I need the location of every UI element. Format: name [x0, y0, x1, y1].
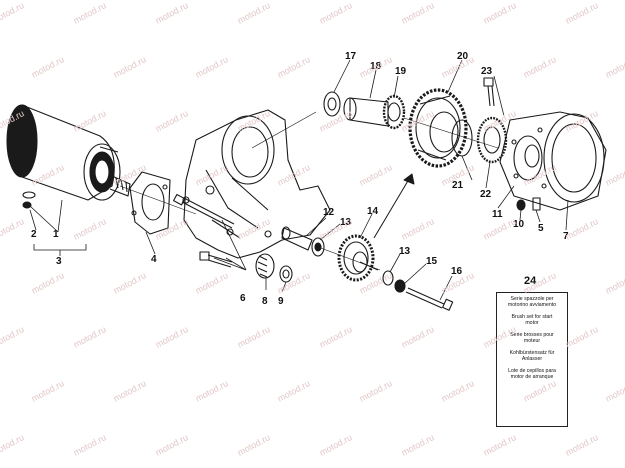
legend-italian: Serie spazzole per motorino avviamento	[507, 296, 557, 308]
callout-19: 19	[395, 66, 407, 77]
callout-16: 16	[451, 266, 463, 277]
callout-1: 1	[53, 229, 59, 240]
washer-part	[323, 91, 341, 117]
callout-4: 4	[151, 254, 157, 265]
callout-6: 6	[240, 293, 246, 304]
callout-22: 22	[480, 189, 492, 200]
sleeve-bearing-part	[343, 94, 406, 130]
bolt-part	[22, 191, 36, 209]
gasket-part	[129, 171, 171, 235]
leader-lines	[29, 59, 569, 301]
intermediate-gear-part	[337, 234, 379, 282]
callout-11: 11	[492, 209, 503, 220]
freewheel-part	[451, 116, 508, 164]
engine-housing-part	[182, 109, 331, 259]
callout-12: 12	[323, 207, 335, 218]
direction-arrow	[373, 173, 415, 239]
flywheel-part	[499, 111, 607, 211]
callout-15: 15	[426, 256, 438, 267]
shaft-part	[281, 226, 325, 257]
callout-5: 5	[538, 223, 544, 234]
legend-english: Brush set for start motor	[511, 314, 553, 326]
callout-9: 9	[278, 296, 284, 307]
callout-8: 8	[262, 296, 268, 307]
legend-spanish: Lote de cepillos para motor de arranque	[508, 368, 556, 380]
callout-20: 20	[457, 51, 469, 62]
legend-french: Serie brosses pour moteur	[510, 332, 554, 344]
starter-motor-part	[6, 104, 131, 201]
callout-10: 10	[513, 219, 525, 230]
callout-13b: 13	[399, 246, 411, 257]
callout-13a: 13	[340, 217, 352, 228]
callout-3: 3	[56, 256, 62, 267]
screw-part	[173, 193, 235, 268]
callout-7: 7	[563, 231, 569, 242]
callout-18: 18	[370, 61, 382, 72]
brush-set-legend: Serie spazzole per motorino avviamento B…	[496, 292, 568, 427]
callout-2: 2	[31, 229, 37, 240]
starter-gear-part	[408, 88, 468, 168]
nut-part	[516, 197, 541, 211]
callout-14: 14	[367, 206, 379, 217]
callout-21: 21	[452, 180, 464, 191]
callout-23: 23	[481, 66, 493, 77]
screw-23-part	[483, 77, 495, 107]
callout-17: 17	[345, 51, 357, 62]
assembly-axis-lines	[119, 111, 499, 271]
bolt-16-assembly	[382, 270, 454, 311]
roller-bearing-part	[255, 253, 293, 283]
legend-german: Kohlbürstensatz für Anlasser	[509, 350, 555, 362]
callout-24: 24	[524, 275, 537, 287]
